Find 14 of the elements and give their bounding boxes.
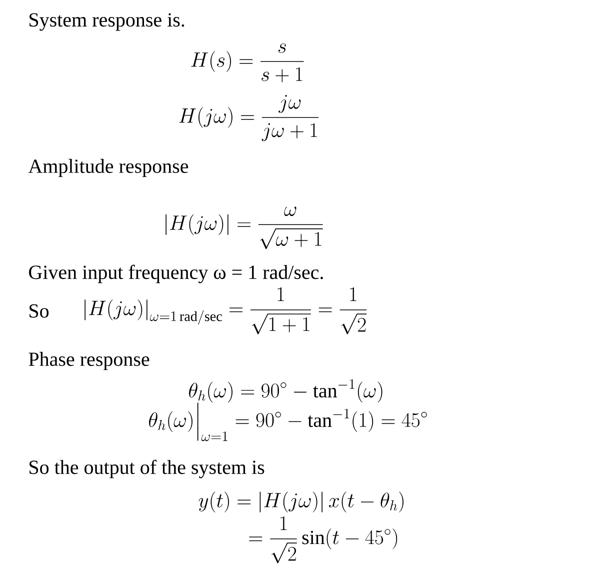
equation: $\left|H(j\omega)\right| = \frac{\omega}{\sqrt{\omega+1}}$ bbox=[166, 206, 323, 250]
text-line: System response is. bbox=[30, 13, 184, 31]
equation: $\theta_h(\omega)\Big|_{\omega=1} = 90^\circ - \tan^{-1}(1) = 45^\circ$ bbox=[149, 402, 427, 442]
text-line: Given input frequency ω = 1 rad/sec. bbox=[29, 264, 323, 284]
text-line: Amplitude response bbox=[28, 158, 188, 178]
equation: $\left|H(j\omega)\right|_{\omega=1\,\mathrm{rad/sec}} = \frac{1}{\sqrt{1+1}} = \frac{1}{\sqrt{2}}$ bbox=[84, 287, 367, 334]
equation: $y(t) = \left|H(j\omega)\right| x(t-\theta_h)$ bbox=[198, 492, 404, 512]
equation: $= \frac{1}{\sqrt{2}}\sin(t-45^\circ)$ bbox=[249, 516, 398, 564]
equation: $H(j\omega) = \frac{j\omega}{j\omega+1}$ bbox=[179, 95, 319, 142]
text-line: Phase response bbox=[28, 352, 150, 370]
equation: $\theta_h(\omega) = 90^\circ - \tan^{-1}(\omega)$ bbox=[189, 379, 382, 403]
equation: $H(s) = \frac{s}{s+1}$ bbox=[191, 44, 304, 82]
text-line: So the output of the system is bbox=[30, 460, 264, 478]
text-line: So bbox=[30, 304, 49, 318]
